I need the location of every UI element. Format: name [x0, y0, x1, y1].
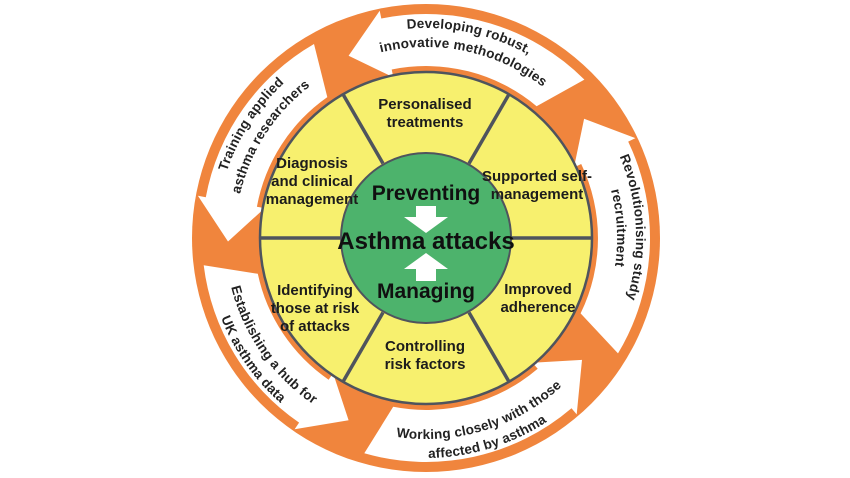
segment-divider [341, 94, 385, 165]
curved-arrow-training-researchers [197, 44, 328, 242]
wheel-base [192, 4, 660, 472]
segment-divider [467, 94, 511, 165]
segment-label-supported-self-management: Supported self-management [482, 168, 592, 203]
up-arrow-icon [404, 253, 448, 281]
segment-divider [467, 311, 511, 382]
asthma-attacks-label: Asthma attacks [337, 228, 514, 255]
down-arrow-icon [404, 206, 448, 233]
curved-arrow-revolutionising-recruitment [574, 118, 651, 354]
curved-arrow-developing-methodologies [348, 10, 585, 107]
curved-arrow-working-closely [364, 359, 582, 462]
center-circle [340, 152, 512, 324]
managing-label: Managing [377, 280, 475, 303]
center-content: Preventing Asthma attacks Managing [337, 182, 514, 303]
curved-arrow-establishing-hub [203, 265, 349, 430]
segment-divider [341, 311, 385, 382]
preventing-label: Preventing [372, 182, 481, 205]
